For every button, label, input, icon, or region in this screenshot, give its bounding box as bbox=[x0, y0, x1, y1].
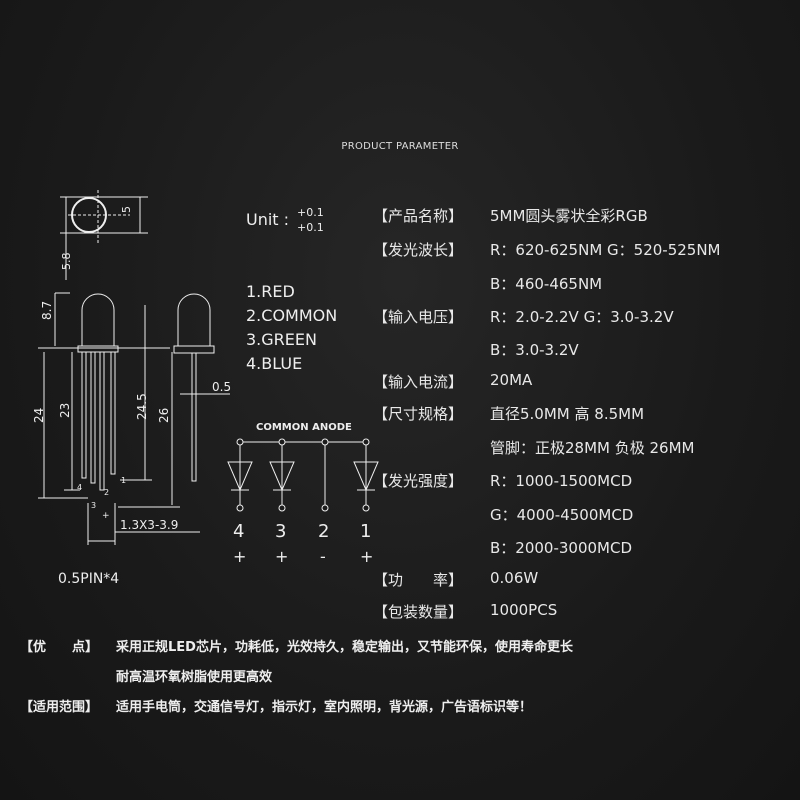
pin-legend-item: 2.COMMON bbox=[246, 306, 337, 325]
lead-23-label: 23 bbox=[58, 403, 72, 418]
circuit-polarity: + bbox=[360, 547, 373, 566]
spec-value: B：460-465NM bbox=[490, 275, 603, 293]
common-anode-circuit: COMMON ANODE 4 3 2 1 + + - + bbox=[227, 422, 379, 566]
lead-26-label: 26 bbox=[157, 408, 171, 423]
unit-tolerance-bottom: +0.1 bbox=[297, 221, 324, 234]
circuit-polarity: - bbox=[320, 547, 326, 566]
pin-4-label: 4 bbox=[77, 483, 82, 492]
applications-label: 【适用范围】 bbox=[20, 700, 99, 715]
pin-3-label: 3 bbox=[91, 501, 96, 510]
pitch-label: 1.3X3-3.9 bbox=[120, 518, 178, 532]
circuit-polarity: + bbox=[275, 547, 288, 566]
applications-text: 适用手电筒，交通信号灯，指示灯，室内照明，背光源，广告语标识等！ bbox=[116, 700, 533, 715]
unit-label: Unit : bbox=[246, 210, 289, 229]
spec-label: 【包装数量】 bbox=[373, 603, 464, 621]
spec-label: 【输入电流】 bbox=[373, 373, 464, 391]
flange-label: 5.8 bbox=[60, 253, 73, 271]
pin-2-label: 2 bbox=[104, 488, 109, 497]
pin-legend-item: 1.RED bbox=[246, 282, 295, 301]
top-view: 5 5.8 bbox=[60, 190, 148, 280]
spec-value: 0.06W bbox=[490, 569, 539, 587]
circuit-polarity: + bbox=[233, 547, 246, 566]
advantages-row: 【优 点】 采用正规LED芯片，功耗低，光效持久，稳定输出，又节能环保，使用寿命更… bbox=[20, 636, 573, 655]
spec-label: 【输入电压】 bbox=[373, 308, 464, 326]
page-title: PRODUCT PARAMETER bbox=[341, 141, 459, 152]
circuit-number: 3 bbox=[275, 521, 286, 542]
spec-value: 5MM圆头雾状全彩RGB bbox=[490, 207, 648, 225]
unit-tolerance-top: +0.1 bbox=[297, 206, 324, 219]
spec-value: G：4000-4500MCD bbox=[490, 506, 634, 524]
spec-label: 【尺寸规格】 bbox=[373, 405, 464, 423]
advantages-label: 【优 点】 bbox=[20, 640, 99, 655]
lead-width-label: 0.5 bbox=[212, 380, 231, 394]
spec-value: 20MA bbox=[490, 371, 533, 389]
spec-value: R：1000-1500MCD bbox=[490, 472, 633, 490]
advantages-line2: 耐高温环氧树脂使用更高效 bbox=[116, 670, 273, 685]
head-height-label: 8.7 bbox=[40, 301, 54, 320]
plus-label: + bbox=[102, 511, 110, 521]
pin-legend-item: 4.BLUE bbox=[246, 354, 302, 373]
advantages-text: 采用正规LED芯片，功耗低，光效持久，稳定输出，又节能环保，使用寿命更长 bbox=[116, 640, 573, 655]
pin-legend-item: 3.GREEN bbox=[246, 330, 317, 349]
circuit-number: 2 bbox=[318, 521, 329, 542]
spec-value: 1000PCS bbox=[490, 601, 558, 619]
spec-label: 【发光波长】 bbox=[373, 241, 464, 259]
circuit-number: 1 bbox=[360, 521, 371, 542]
front-view: 0.5 bbox=[173, 293, 231, 482]
spec-value: B：3.0-3.2V bbox=[490, 341, 579, 359]
pin-spec-label: 0.5PIN*4 bbox=[58, 571, 119, 587]
circuit-title: COMMON ANODE bbox=[256, 422, 352, 433]
spec-value: R：2.0-2.2V G：3.0-3.2V bbox=[490, 308, 674, 326]
diameter-label: 5 bbox=[120, 206, 133, 213]
lead-24-label: 24 bbox=[32, 408, 46, 423]
spec-value: 管脚：正极28MM 负极 26MM bbox=[490, 439, 695, 457]
lead-24-5-label: 24.5 bbox=[135, 393, 149, 420]
spec-value: 直径5.0MM 高 8.5MM bbox=[490, 405, 645, 423]
circuit-number: 4 bbox=[233, 521, 244, 542]
spec-value: B：2000-3000MCD bbox=[490, 539, 633, 557]
spec-value: R：620-625NM G：520-525NM bbox=[490, 241, 721, 259]
spec-label: 【功 率】 bbox=[373, 571, 464, 589]
spec-label: 【发光强度】 bbox=[373, 472, 464, 490]
side-view: 8.7 24 23 24.5 26 1.3X3-3.9 1 2 3 4 + 0.… bbox=[32, 292, 200, 587]
spec-label: 【产品名称】 bbox=[373, 207, 464, 225]
applications-row: 【适用范围】 适用手电筒，交通信号灯，指示灯，室内照明，背光源，广告语标识等！ bbox=[20, 696, 532, 715]
pin-1-label: 1 bbox=[121, 476, 126, 485]
